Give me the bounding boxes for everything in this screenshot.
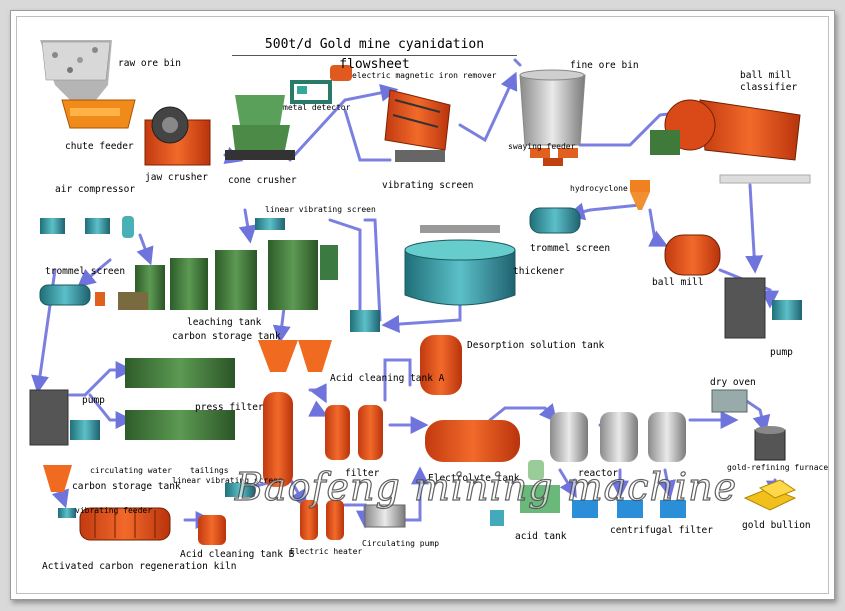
pump-left-icon [29, 389, 100, 446]
centrifugal-filter-icon [572, 500, 686, 518]
label-vibrating-screen: vibrating screen [382, 180, 474, 191]
label-jaw-crusher: jaw crusher [145, 172, 208, 183]
leaching-tank-icon [118, 240, 338, 310]
label-acid-cleaning-tank-a: Acid cleaning tank A [330, 373, 445, 384]
pump-tank-right-icon [724, 277, 802, 339]
reactor-icon [550, 412, 686, 462]
press-filter-icon [125, 358, 235, 440]
label-cone-crusher: cone crusher [228, 175, 297, 186]
ball-mill-icon [664, 234, 721, 276]
label-ball-mill: ball mill [652, 277, 704, 288]
regeneration-kiln-icon [79, 507, 171, 541]
gold-refining-furnace-icon [754, 426, 786, 461]
vibrating-screen-icon [384, 89, 451, 162]
label-pump-right: pump [770, 347, 793, 358]
label-swaying-feeder: swaying feeder [508, 142, 576, 151]
label-leaching-tank: leaching tank [187, 317, 262, 328]
label-iron-remover: electric magnetic iron remover [352, 71, 497, 80]
label-press-filter: press filter [195, 402, 264, 413]
label-electric-heater: Electric heater [290, 547, 363, 556]
label-circulating-water: circulating water [90, 466, 172, 475]
label-hydrocyclone: hydrocyclone [570, 184, 628, 193]
label-carbon-storage-tank-bottom: carbon storage tank [72, 481, 181, 492]
label-acid-cleaning-tank-b: Acid cleaning tank B [180, 549, 295, 560]
label-reactor: reactor [578, 468, 619, 479]
ball-mill-classifier-icon [650, 99, 811, 184]
circulating-pump-icon [364, 504, 406, 528]
desorption-tank-icon [420, 335, 462, 395]
watermark-text: Baofeng mining machine [234, 464, 738, 509]
label-raw-ore-bin: raw ore bin [118, 58, 181, 69]
hydrocyclone-icon [630, 180, 650, 210]
label-dry-oven: dry oven [710, 377, 756, 388]
gold-bullion-icon [743, 479, 797, 511]
trommel-screen-right-icon [529, 207, 581, 234]
label-linear-vibrating-screen-bottom: linear vibrating screen [172, 476, 283, 485]
label-linear-vibrating-screen: linear vibrating screen [265, 205, 376, 214]
linear-vibrating-screen-bottom-icon [225, 483, 255, 497]
acid-tank-icon [490, 460, 560, 526]
flowsheet-title: 500t/d Gold mine cyanidation flowsheet [232, 35, 517, 72]
label-filter: filter [345, 468, 380, 479]
label-circulating-pump: Circulating pump [362, 539, 440, 548]
label-chute-feeder: chute feeder [65, 141, 134, 152]
acid-cleaning-tank-b-icon [198, 515, 226, 545]
carbon-storage-tank-top-icon [258, 340, 332, 487]
label-thickener: thickener [513, 266, 565, 277]
label-gold-refining-furnace: gold-refining furnace [727, 463, 829, 472]
pump-thickener-icon [350, 310, 380, 332]
label-tailings: tailings [190, 466, 229, 475]
chute-feeder-icon [61, 99, 136, 129]
electric-heater-icon [300, 500, 344, 540]
label-ball-mill-classifier: ball mill classifier [740, 70, 798, 93]
dry-oven-icon [711, 389, 748, 413]
jaw-crusher-icon [144, 106, 211, 166]
metal-detector-icon [290, 80, 332, 104]
label-air-compressor: air compressor [55, 184, 136, 195]
linear-vibrating-screen-icon [255, 218, 285, 230]
label-desorption-solution-tank: Desorption solution tank [467, 340, 605, 351]
label-trommel-screen-right: trommel screen [530, 243, 611, 254]
trommel-screen-left-icon [39, 284, 105, 306]
label-centrifugal-filter: centrifugal filter [610, 525, 713, 536]
label-gold-bullion: gold bullion [742, 520, 811, 531]
vibrating-feeder-icon [58, 508, 76, 518]
label-acid-tank: acid tank [515, 531, 567, 542]
air-compressor-icon [40, 216, 134, 238]
iron-remover-icon [330, 65, 352, 81]
label-pump-left: pump [82, 395, 105, 406]
label-trommel-screen-left: trommel screen [45, 266, 126, 277]
label-vibrating-feeder: vibrating feeder [75, 506, 153, 515]
label-electrolyte-tank: Electrolyte tank [428, 473, 520, 484]
label-regeneration-kiln: Activated carbon regeneration kiln [42, 561, 237, 572]
acid-cleaning-tank-a-icon [325, 405, 383, 460]
raw-ore-bin-icon [40, 40, 112, 100]
label-fine-ore-bin: fine ore bin [570, 60, 639, 71]
electrolyte-tank-icon [425, 420, 520, 462]
thickener-icon [404, 225, 516, 306]
carbon-storage-tank-bottom-icon [43, 465, 72, 492]
label-metal-detector: metal detector [283, 103, 351, 112]
swaying-feeder-icon [530, 148, 578, 166]
fine-ore-bin-icon [519, 69, 586, 146]
cone-crusher-icon [225, 95, 295, 160]
label-carbon-storage-tank-top: carbon storage tank [172, 331, 281, 342]
